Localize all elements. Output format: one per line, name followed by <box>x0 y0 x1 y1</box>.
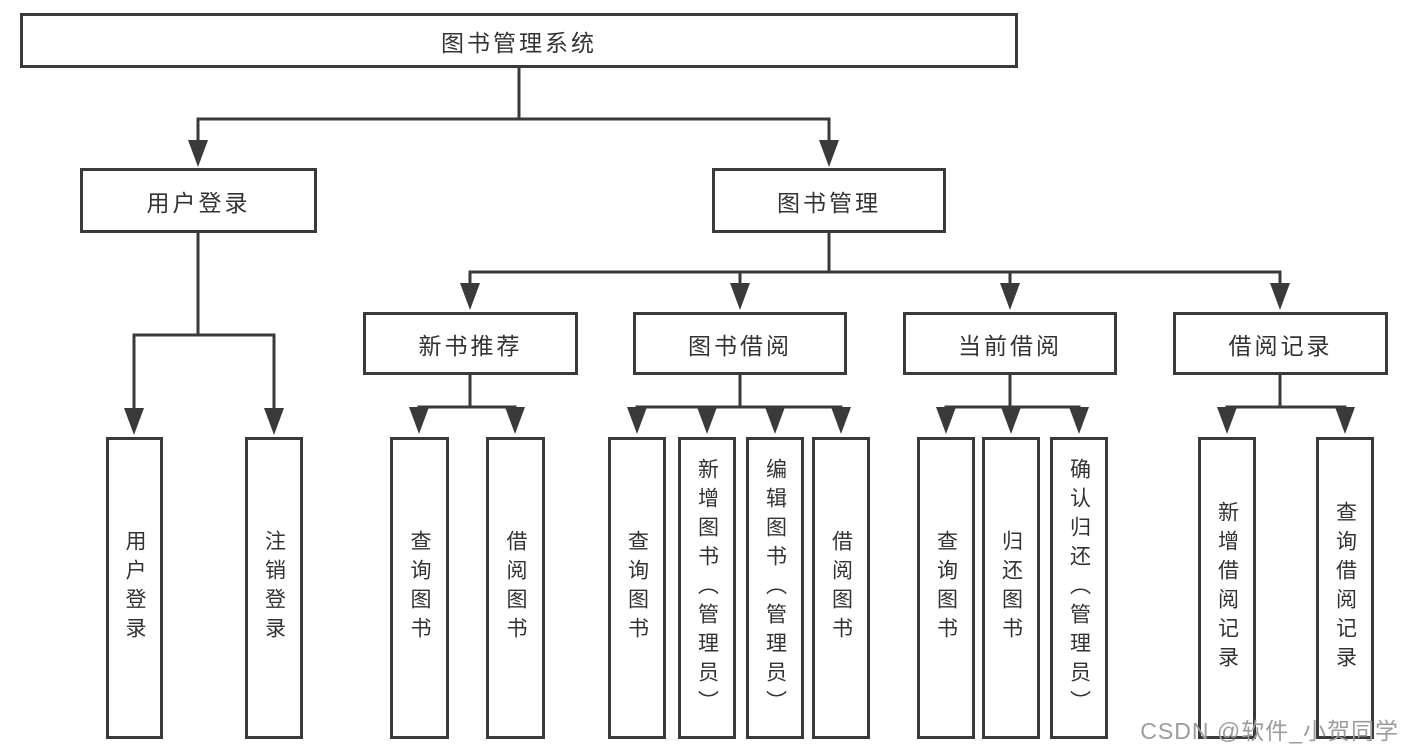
connector-book-management-children <box>460 231 1290 310</box>
connector-current-borrow-children <box>936 373 1089 434</box>
node-current-borrow: 当前借阅 <box>903 312 1117 375</box>
leaf-user-login: 用户登录 <box>106 437 163 739</box>
connector-borrow-record-children <box>1217 373 1355 434</box>
node-root: 图书管理系统 <box>20 13 1018 68</box>
node-book-borrow: 图书借阅 <box>633 312 847 375</box>
leaf-borrow-query-books: 查询图书 <box>608 437 666 739</box>
connector-root-to-level2 <box>188 66 839 167</box>
leaf-current-query-books: 查询图书 <box>917 437 975 739</box>
leaf-logout: 注销登录 <box>245 437 303 739</box>
node-new-book-recommend: 新书推荐 <box>363 312 578 375</box>
node-user-login: 用户登录 <box>80 168 317 233</box>
connector-book-borrow-children <box>627 373 851 434</box>
leaf-recommend-query-books: 查询图书 <box>390 437 449 739</box>
csdn-watermark: CSDN @软件_小贺同学 <box>1140 718 1399 744</box>
connector-user-login-children <box>124 231 284 435</box>
leaf-recommend-borrow-books: 借阅图书 <box>486 437 545 739</box>
leaf-edit-books-admin: 编辑图书（管理员） <box>746 437 804 739</box>
leaf-query-borrow-record: 查询借阅记录 <box>1316 437 1374 739</box>
leaf-add-books-admin: 新增图书（管理员） <box>678 437 736 739</box>
leaf-add-borrow-record: 新增借阅记录 <box>1198 437 1256 739</box>
node-book-management: 图书管理 <box>712 168 946 233</box>
leaf-return-books: 归还图书 <box>982 437 1040 739</box>
leaf-borrow-books: 借阅图书 <box>812 437 870 739</box>
node-borrow-records: 借阅记录 <box>1173 312 1388 375</box>
leaf-confirm-return-admin: 确认归还（管理员） <box>1050 437 1108 739</box>
connector-new-book-children <box>409 373 525 434</box>
